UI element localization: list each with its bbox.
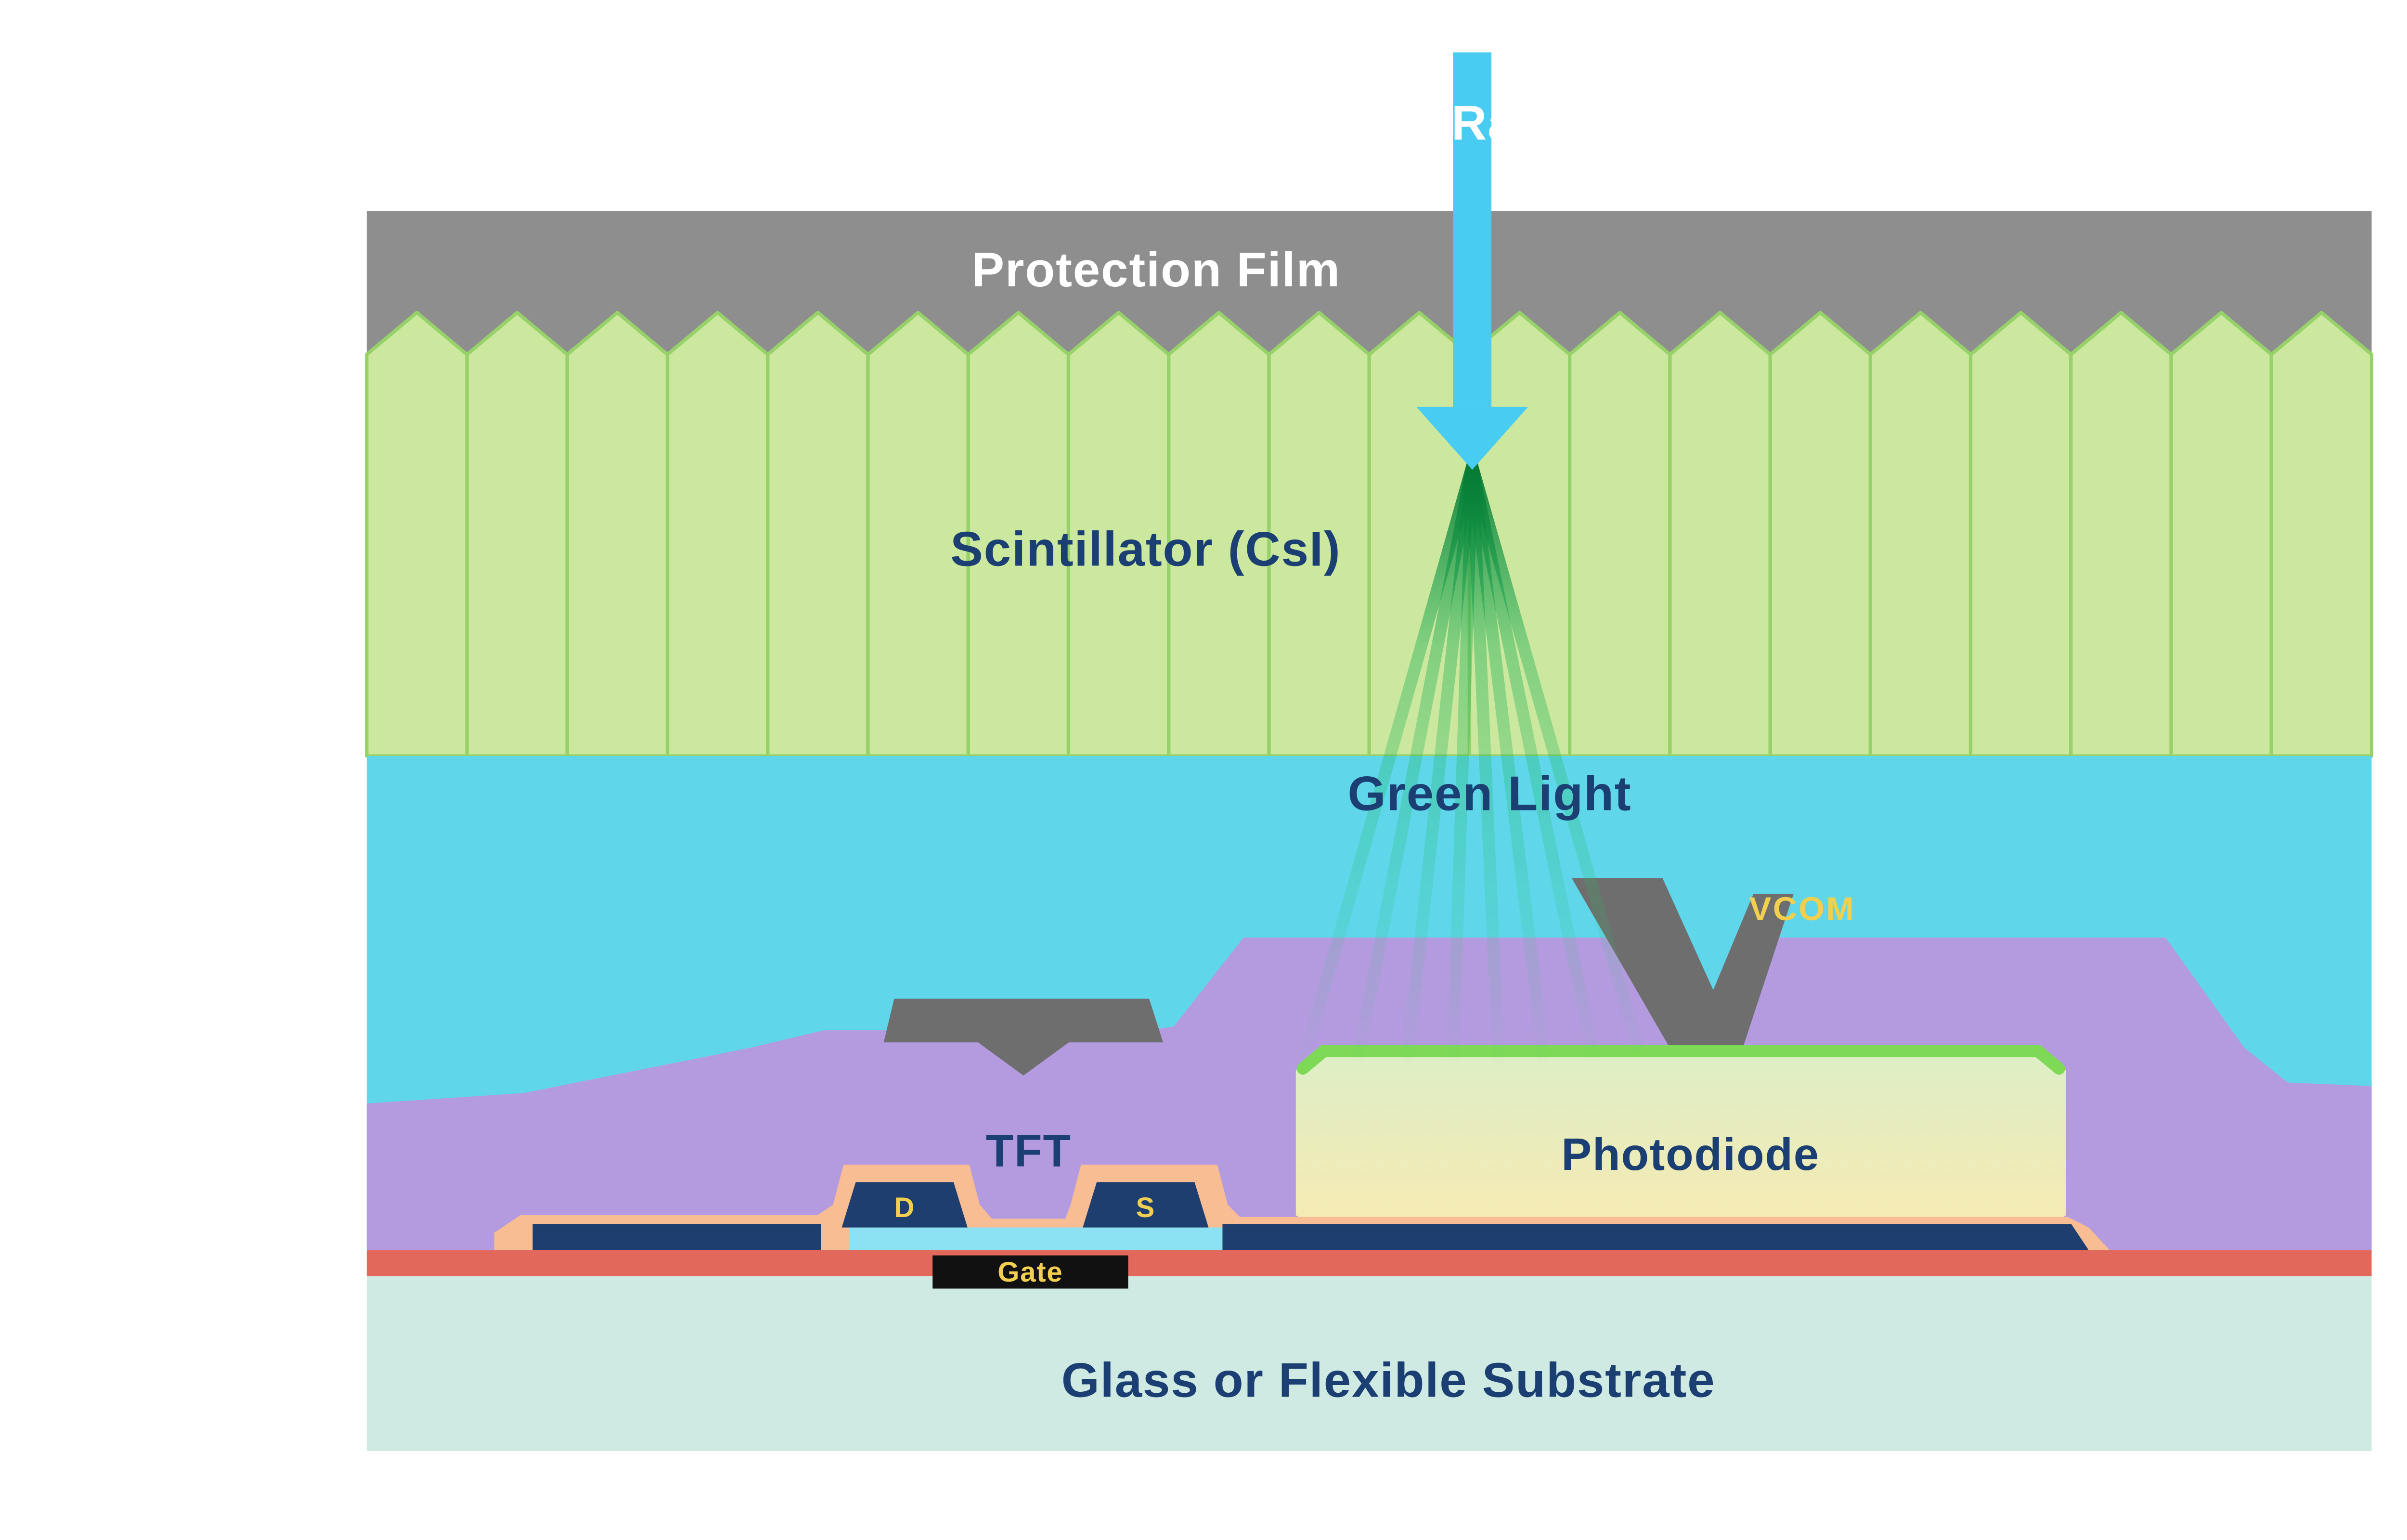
- green-ray: [1466, 460, 1550, 1065]
- drain-label: D: [894, 1192, 915, 1223]
- photodiode-label: Photodiode: [1561, 1129, 1820, 1180]
- pixel-electrode: [1222, 1224, 2089, 1250]
- scintillator-column: [465, 310, 569, 758]
- source-electrode: [1083, 1182, 1209, 1228]
- scintillator-column: [1568, 310, 1672, 758]
- drain-electrode: [841, 1182, 968, 1228]
- green-ray: [1466, 460, 1599, 1059]
- source-label: S: [1136, 1192, 1156, 1223]
- substrate-layer: [366, 1276, 2372, 1451]
- vcom-contact: [1572, 878, 1794, 1069]
- gate-metal: [932, 1255, 1128, 1289]
- scintillator-columns: [365, 310, 2374, 758]
- scintillator-column: [1768, 310, 1872, 758]
- semiconductor-layer: [849, 1227, 1226, 1250]
- green-ray: [1401, 460, 1478, 1065]
- scintillator-column: [665, 310, 770, 758]
- scintillator-column: [766, 310, 870, 758]
- scintillator-column: [1968, 310, 2073, 758]
- green-light-label: Green Light: [1348, 766, 1632, 821]
- scintillator-column: [1868, 310, 1973, 758]
- vcom-label: VCOM: [1749, 890, 1855, 927]
- scintillator-column: [2269, 310, 2374, 758]
- protection-film-label: Protection Film: [971, 242, 1340, 297]
- gate-line-contact: [883, 999, 1164, 1076]
- photodiode-top-electrode: [1296, 1045, 2065, 1075]
- data-line-left: [532, 1224, 821, 1250]
- green-ray: [1466, 460, 1505, 1066]
- green-ray: [1300, 460, 1478, 1057]
- xray-arrow-head: [1416, 407, 1528, 470]
- scintillator-column: [2069, 310, 2173, 758]
- green-ray: [1466, 460, 1644, 1054]
- tft-label: TFT: [986, 1126, 1072, 1176]
- xray-arrow-shaft: [1453, 52, 1492, 407]
- green-ray: [1447, 460, 1478, 1066]
- green-ray: [1352, 460, 1478, 1061]
- scintillator-column: [365, 310, 469, 758]
- scintillator-column: [565, 310, 670, 758]
- scintillator-label: Scintillator (CsI): [950, 522, 1341, 577]
- substrate-label: Glass or Flexible Substrate: [1061, 1352, 1716, 1407]
- scintillator-column: [1668, 310, 1772, 758]
- green-rays: [1300, 460, 1644, 1066]
- photodiode-body: [1295, 1049, 2066, 1233]
- gate-label: Gate: [997, 1257, 1063, 1288]
- scintillator-column: [2169, 310, 2273, 758]
- xray-label: X-Ray: [1401, 95, 1544, 150]
- bias-line-red: [366, 1250, 2372, 1277]
